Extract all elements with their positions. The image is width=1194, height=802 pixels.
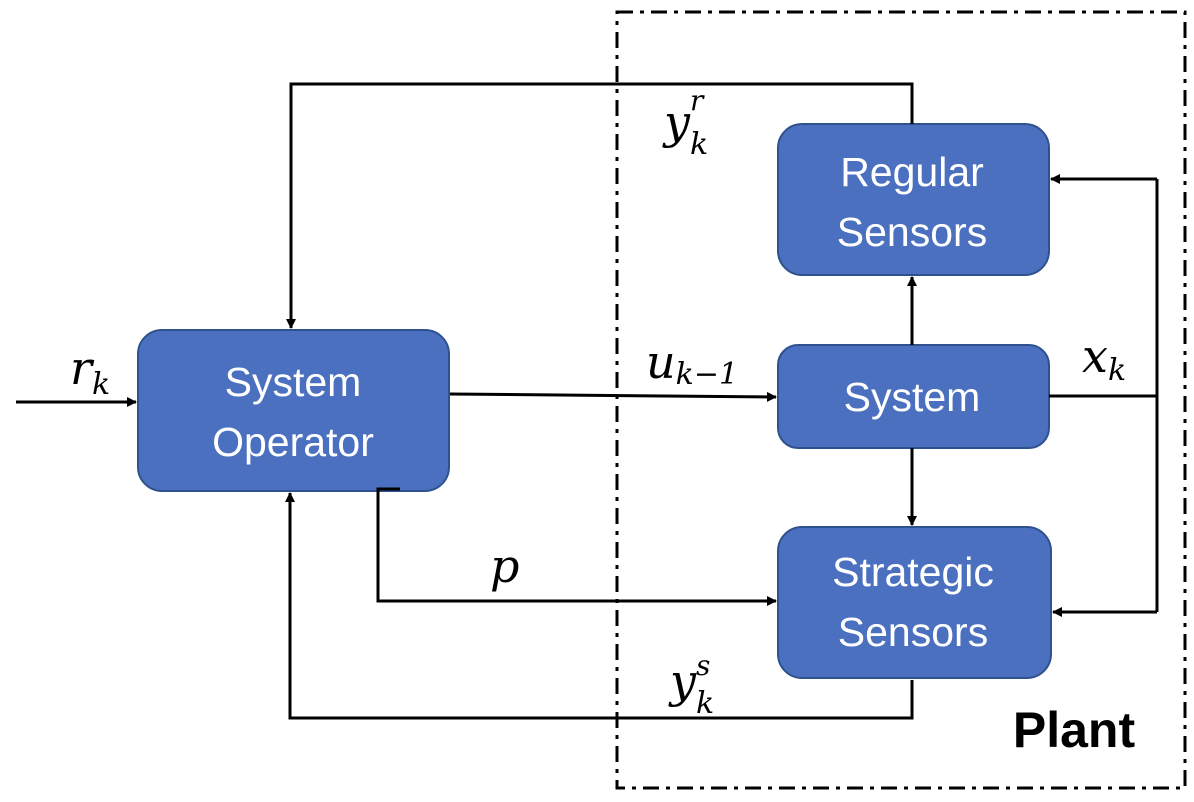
arrow-control-input	[449, 391, 777, 402]
signal-label-state: xk	[1082, 329, 1126, 388]
strategic-sensors-block: Strategic Sensors	[777, 526, 1052, 679]
plant-label: Plant	[1013, 702, 1136, 758]
system-operator-label-line2: Operator	[212, 419, 374, 465]
strategic-sensors-label-line1: Strategic	[832, 549, 994, 595]
arrow-payment	[376, 487, 777, 606]
regular-sensors-label-line1: Regular	[840, 149, 984, 195]
system-operator-block: System Operator	[137, 329, 450, 492]
regular-sensors-block: Regular Sensors	[777, 123, 1050, 276]
signal-label-reference: rk	[70, 341, 110, 402]
arrow-regular-sensor-feedback	[286, 82, 914, 329]
arrow-strategic-sensor-feedback	[285, 492, 914, 720]
strategic-sensors-label-line2: Sensors	[838, 609, 988, 655]
plant-boundary	[615, 10, 1187, 790]
signal-label-payment: p	[490, 539, 519, 593]
regular-sensors-label-line2: Sensors	[837, 209, 987, 255]
system-block: System	[777, 344, 1050, 449]
system-label: System	[844, 374, 981, 420]
signal-label-control-input: uk−1	[646, 335, 738, 392]
system-operator-label-line1: System	[225, 359, 362, 405]
